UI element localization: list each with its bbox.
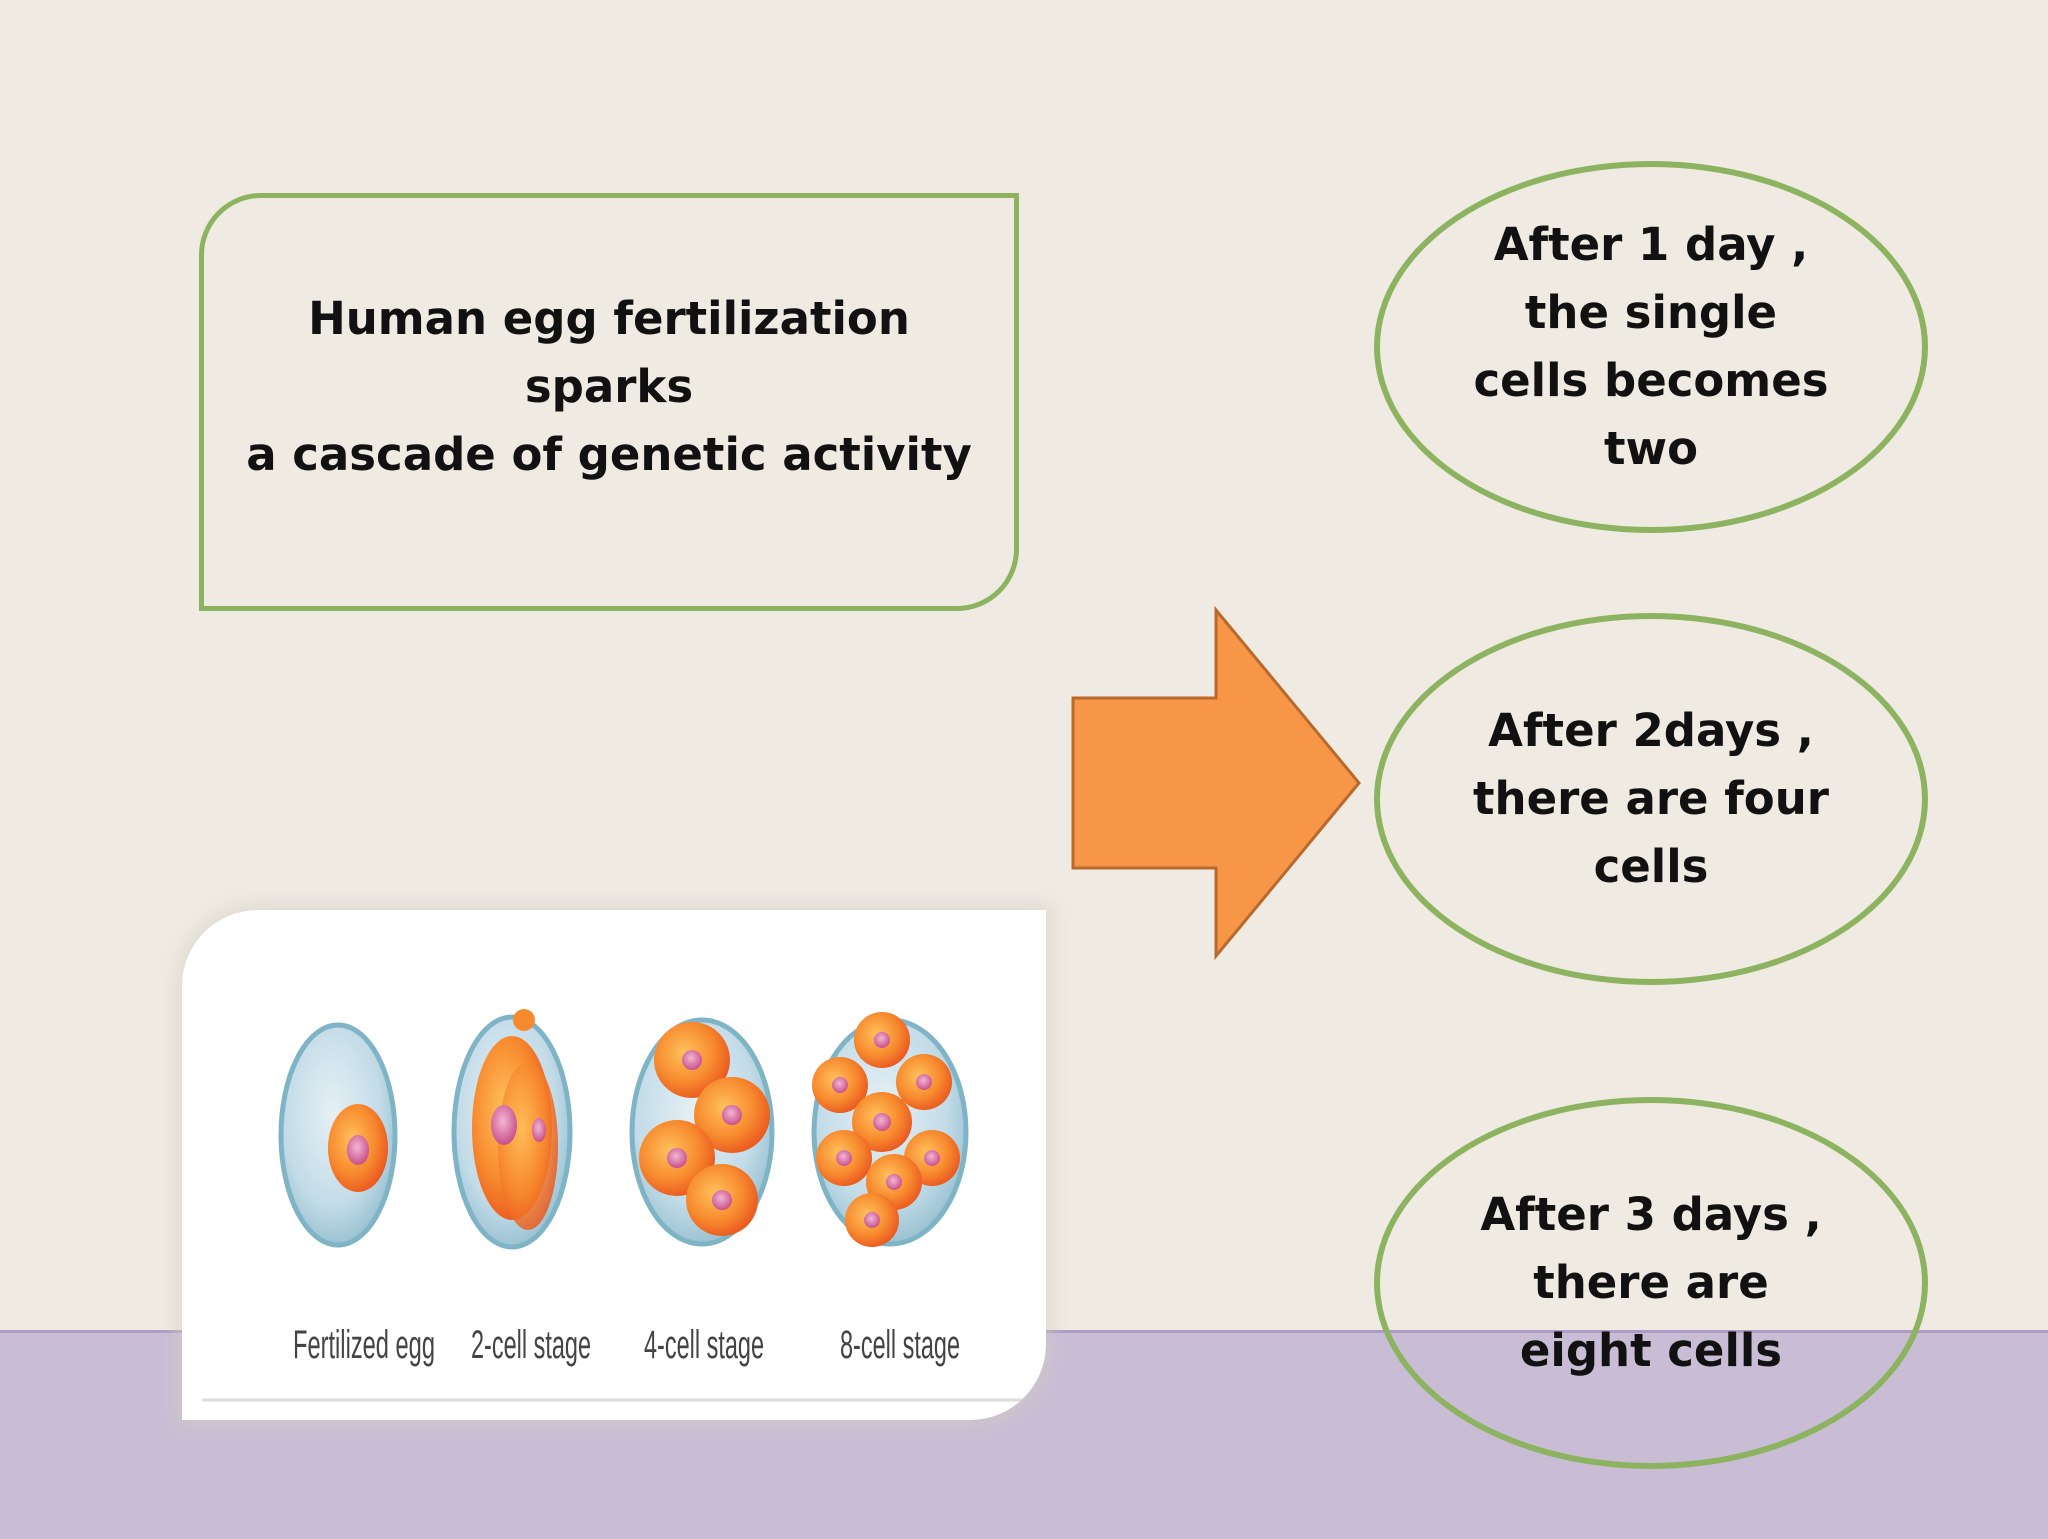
- oval-day-2-text: After 2days , there are four cells: [1471, 697, 1831, 901]
- stage-label-8-cell: 8-cell stage: [840, 1323, 960, 1367]
- cell-division-figure: Fertilized egg 2-cell stage 4-cell stage…: [182, 910, 1046, 1420]
- stage-label-fertilized-egg: Fertilized egg: [293, 1323, 435, 1367]
- oval-line: After 1 day ,: [1493, 218, 1809, 271]
- eight-cell-stage-icon: [811, 1012, 969, 1247]
- oval-line: After 2days ,: [1488, 704, 1814, 757]
- oval-day-1-text: After 1 day , the single cells becomes t…: [1471, 211, 1831, 483]
- oval-day-3-text: After 3 days , there are eight cells: [1471, 1181, 1831, 1385]
- right-arrow-icon: [1071, 606, 1361, 960]
- title-line-1: Human egg fertilization sparks: [308, 292, 910, 413]
- oval-day-3: After 3 days , there are eight cells: [1374, 1097, 1928, 1469]
- title-box: Human egg fertilization sparks a cascade…: [199, 193, 1019, 611]
- cell-stages-illustration: Fertilized egg 2-cell stage 4-cell stage…: [202, 1009, 1042, 1402]
- stage-label-4-cell: 4-cell stage: [644, 1323, 764, 1367]
- title-text: Human egg fertilization sparks a cascade…: [229, 285, 989, 489]
- oval-line: cells becomes: [1473, 354, 1829, 407]
- stage-label-2-cell: 2-cell stage: [471, 1323, 591, 1367]
- oval-line: eight cells: [1519, 1324, 1783, 1377]
- fertilized-egg-icon: [278, 1022, 398, 1248]
- two-cell-stage-icon: [451, 1009, 573, 1250]
- oval-line: After 3 days ,: [1480, 1188, 1822, 1241]
- oval-day-2: After 2days , there are four cells: [1374, 613, 1928, 985]
- four-cell-stage-icon: [629, 1017, 775, 1247]
- title-line-2: a cascade of genetic activity: [246, 428, 972, 481]
- oval-line: cells: [1593, 840, 1709, 893]
- oval-line: the single: [1524, 286, 1778, 339]
- oval-line: there are four: [1473, 772, 1829, 825]
- oval-line: there are: [1533, 1256, 1769, 1309]
- oval-day-1: After 1 day , the single cells becomes t…: [1374, 161, 1928, 533]
- oval-line: two: [1604, 422, 1698, 475]
